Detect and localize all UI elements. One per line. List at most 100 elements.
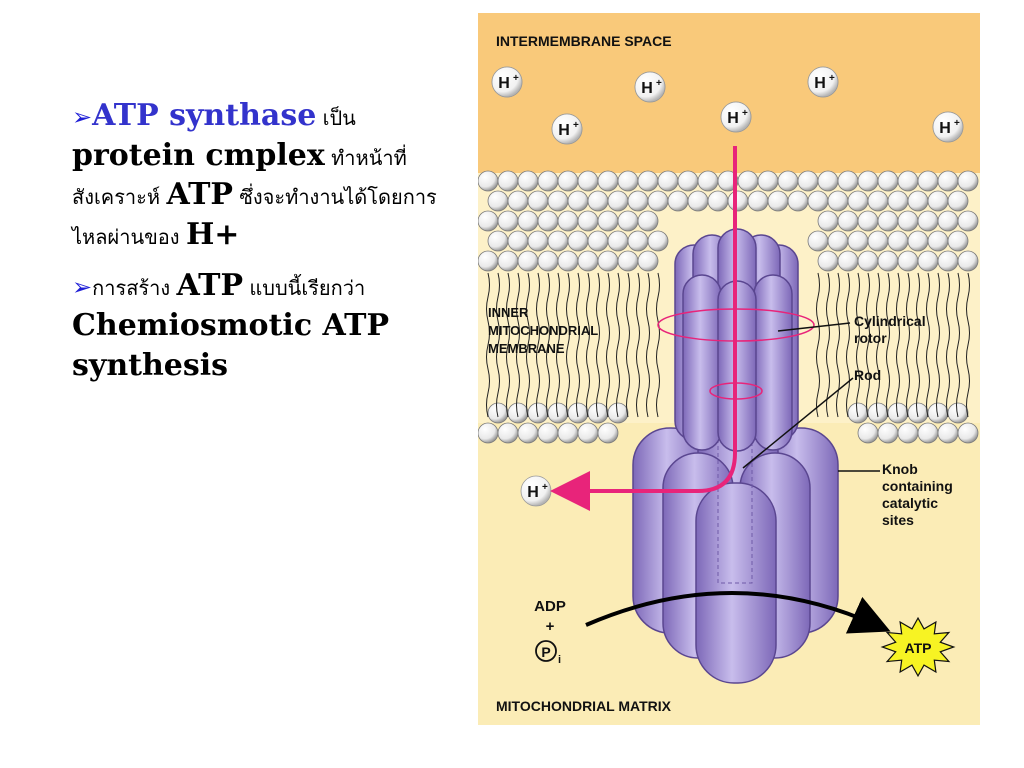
adp-label: ADP [534,598,566,615]
proton-label: H [814,75,826,92]
lipid-head [607,190,629,212]
membrane-label-line3: MEMBRANE [488,341,565,356]
proton-circle [720,101,752,133]
lipid-head [957,170,979,192]
lipid-head [807,190,829,212]
lipid-head [877,250,899,272]
catalytic-knob [632,412,839,684]
lipid-head [737,170,759,192]
lipid-head [478,422,499,444]
bullet-text-part: ATP [176,268,244,304]
lipid-head [827,230,849,252]
lipid-head [507,402,529,424]
lipid-head [947,402,969,424]
lipid-head [557,250,579,272]
bullet-text-part: แบบนี้เรียกว่า [243,276,366,301]
lipid-tail [636,272,640,418]
lipid-head [857,170,879,192]
lipid-head [827,190,849,212]
lipid-head [907,402,929,424]
lipid-head [617,250,639,272]
lipid-tail [936,272,940,418]
lipid-head [497,170,519,192]
lipid-head [807,230,829,252]
lipid-head [897,170,919,192]
lipid-head [697,170,719,192]
lipid-head [537,170,559,192]
lipid-head [847,230,869,252]
lipid-head [537,422,559,444]
lipid-head [887,190,909,212]
lipid-head [797,170,819,192]
lipid-head [537,250,559,272]
lipid-tail [486,272,490,418]
lipid-head [837,210,859,232]
lipid-tail [506,272,510,418]
lipid-head [517,210,539,232]
lipid-head [857,422,879,444]
lipid-head [487,402,509,424]
lipid-tail [616,272,620,418]
lipid-head [547,402,569,424]
membrane-label-line2: MITOCHONDRIAL [488,323,598,338]
lipid-tail [516,272,520,418]
lipid-head [557,210,579,232]
proton-path-arrow [550,146,737,511]
lipid-head [907,230,929,252]
lipid-tail [836,272,840,418]
lipid-head [847,402,869,424]
lipid-head [857,210,879,232]
bullet-text-part: เป็น [316,106,356,130]
lipid-head [597,170,619,192]
atp-synthase-figure: INTERMEMBRANE SPACE H+H+H+H+H+H+H+ INNER… [478,13,980,725]
proton-circle [491,66,523,98]
intermembrane-space-label: INTERMEMBRANE SPACE [496,33,672,49]
slide-text: ➢ATP synthase เป็น protein cmplex ทำหน้า… [72,96,472,397]
lipid-tail [856,272,860,418]
lipid-head [597,250,619,272]
lipid-head [747,190,769,212]
lipid-head [867,402,889,424]
knob-label-line3: catalytic [882,495,938,511]
bullet-text-part: protein cmplex [72,137,325,173]
lipid-tail [876,272,880,418]
lipid-tail [886,272,890,418]
phosphate-label: P [541,644,550,660]
lipid-head [497,250,519,272]
lipid-head [897,422,919,444]
proton-circle [807,66,839,98]
atp-label: ATP [905,640,932,656]
lipid-head [917,210,939,232]
lipid-head [507,230,529,252]
lipid-head [817,210,839,232]
rod-label: Rod [854,367,881,383]
lipid-head [487,190,509,212]
lipid-tail [916,272,920,418]
lipid-head [757,170,779,192]
rod-leader [742,377,854,469]
lipid-head [777,170,799,192]
lipid-head [617,170,639,192]
proton-charge: + [656,78,662,89]
knob-label-line2: containing [882,478,953,494]
proton-label: H [558,122,570,139]
bullet-text-part: ทำหน้าที่สังเคราะห์ [72,145,407,210]
lipid-head [567,402,589,424]
proton-circle [551,113,583,145]
bullet-1: ➢ATP synthase เป็น protein cmplex ทำหน้า… [72,96,472,254]
lipid-tail [626,272,630,418]
lipid-head [707,190,729,212]
proton-charge: + [573,120,579,131]
bullet-text-part: ATP synthase [92,98,317,133]
lipid-head [587,402,609,424]
lipid-head [517,422,539,444]
lipid-head [857,250,879,272]
lipid-tail [896,272,900,418]
lipid-head [517,170,539,192]
lipid-head [897,250,919,272]
lipid-tail [826,272,830,418]
lipid-head [637,210,659,232]
proton-label: H [527,484,539,501]
bullet-text-part: การสร้าง [92,276,177,301]
lipid-head [677,170,699,192]
